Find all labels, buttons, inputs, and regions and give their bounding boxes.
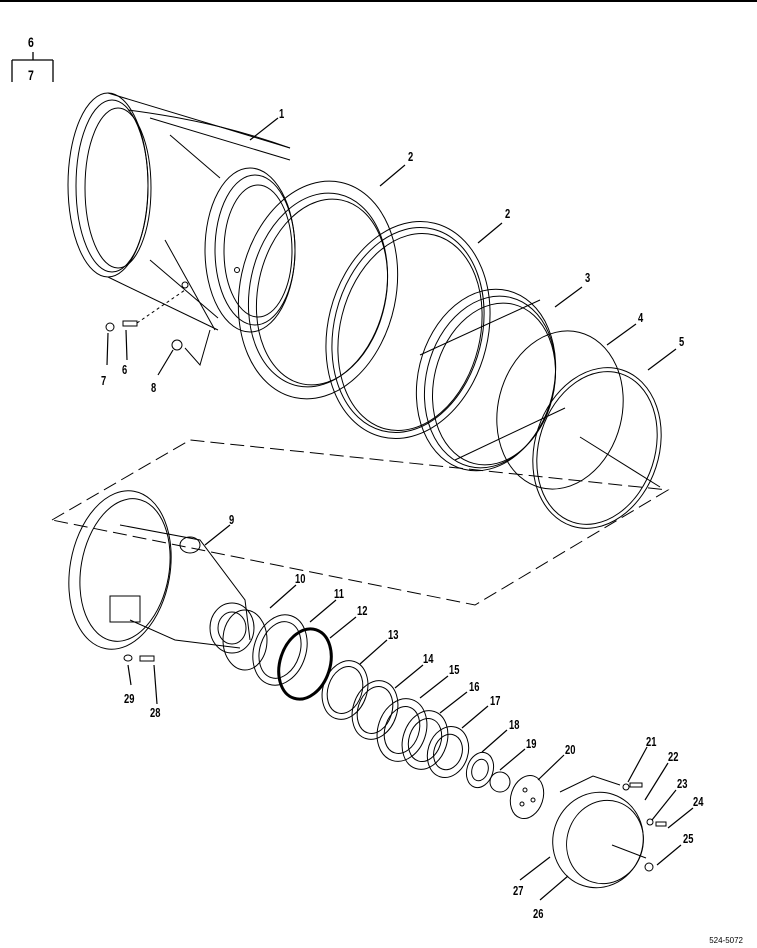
- part-6-7-fasteners: [105, 289, 186, 332]
- callout-14: 14: [423, 651, 434, 666]
- figure-index-child: 7: [28, 67, 34, 83]
- callout-19: 19: [526, 736, 537, 751]
- part-10-washer: [222, 609, 268, 671]
- part-16-cup: [401, 710, 449, 770]
- callout-20: 20: [565, 742, 576, 757]
- callout-1: 1: [279, 106, 285, 121]
- callout-12: 12: [357, 603, 368, 618]
- part-11-bearing-cone: [252, 614, 308, 686]
- callout-28: 28: [150, 705, 161, 720]
- callout-16: 16: [469, 679, 480, 694]
- part-3-sleeve: [415, 288, 566, 472]
- figure-index-parent: 6: [28, 34, 34, 50]
- callout-27: 27: [513, 883, 524, 898]
- top-rule: [0, 0, 757, 2]
- callout-11: 11: [334, 586, 344, 601]
- callout-26: 26: [533, 906, 544, 921]
- callout-25: 25: [683, 831, 694, 846]
- callout-15: 15: [449, 662, 460, 677]
- part-5-snap-ring: [532, 367, 662, 529]
- part-15-bearing: [376, 698, 428, 762]
- callout-10: 10: [295, 571, 306, 586]
- callout-5: 5: [679, 334, 685, 349]
- callout-9: 9: [229, 512, 235, 527]
- part-21-25-fasteners: [559, 775, 667, 872]
- part-19-gasket: [489, 771, 511, 793]
- callout-7: 7: [101, 373, 107, 388]
- part-9-spindle-flange: [68, 490, 255, 654]
- callout-8: 8: [151, 380, 157, 395]
- callout-23: 23: [677, 776, 688, 791]
- part-28-29-bolt-washer: [123, 654, 155, 662]
- part-26-27-hub-cap: [552, 791, 647, 889]
- callout-6: 6: [122, 362, 128, 377]
- callout-22: 22: [668, 749, 679, 764]
- part-20-plate: [509, 775, 545, 819]
- part-1-wheel-rim: [67, 92, 296, 333]
- callout-21: 21: [646, 734, 657, 749]
- part-12-oring: [277, 627, 333, 701]
- callout-29: 29: [124, 691, 135, 706]
- callout-17: 17: [490, 693, 501, 708]
- part-13-spacer: [321, 660, 369, 720]
- part-2-seal-ring-b: [325, 221, 491, 439]
- callout-13: 13: [388, 627, 399, 642]
- part-2-seal-ring-a: [237, 180, 399, 400]
- leader-lines: [106, 117, 694, 901]
- figure-index-bracket: [11, 52, 54, 82]
- figure-code: 524-5072: [709, 936, 743, 945]
- callout-2a: 2: [408, 149, 414, 164]
- callout-2b: 2: [505, 206, 511, 221]
- callout-18: 18: [509, 717, 520, 732]
- callout-24: 24: [693, 794, 704, 809]
- part-17-nut: [426, 726, 470, 778]
- callout-4: 4: [638, 310, 644, 325]
- callout-3: 3: [585, 270, 591, 285]
- part-18-lock-plate: [465, 751, 495, 789]
- part-8-plug: [171, 329, 211, 367]
- assembly-boundary: [51, 439, 670, 606]
